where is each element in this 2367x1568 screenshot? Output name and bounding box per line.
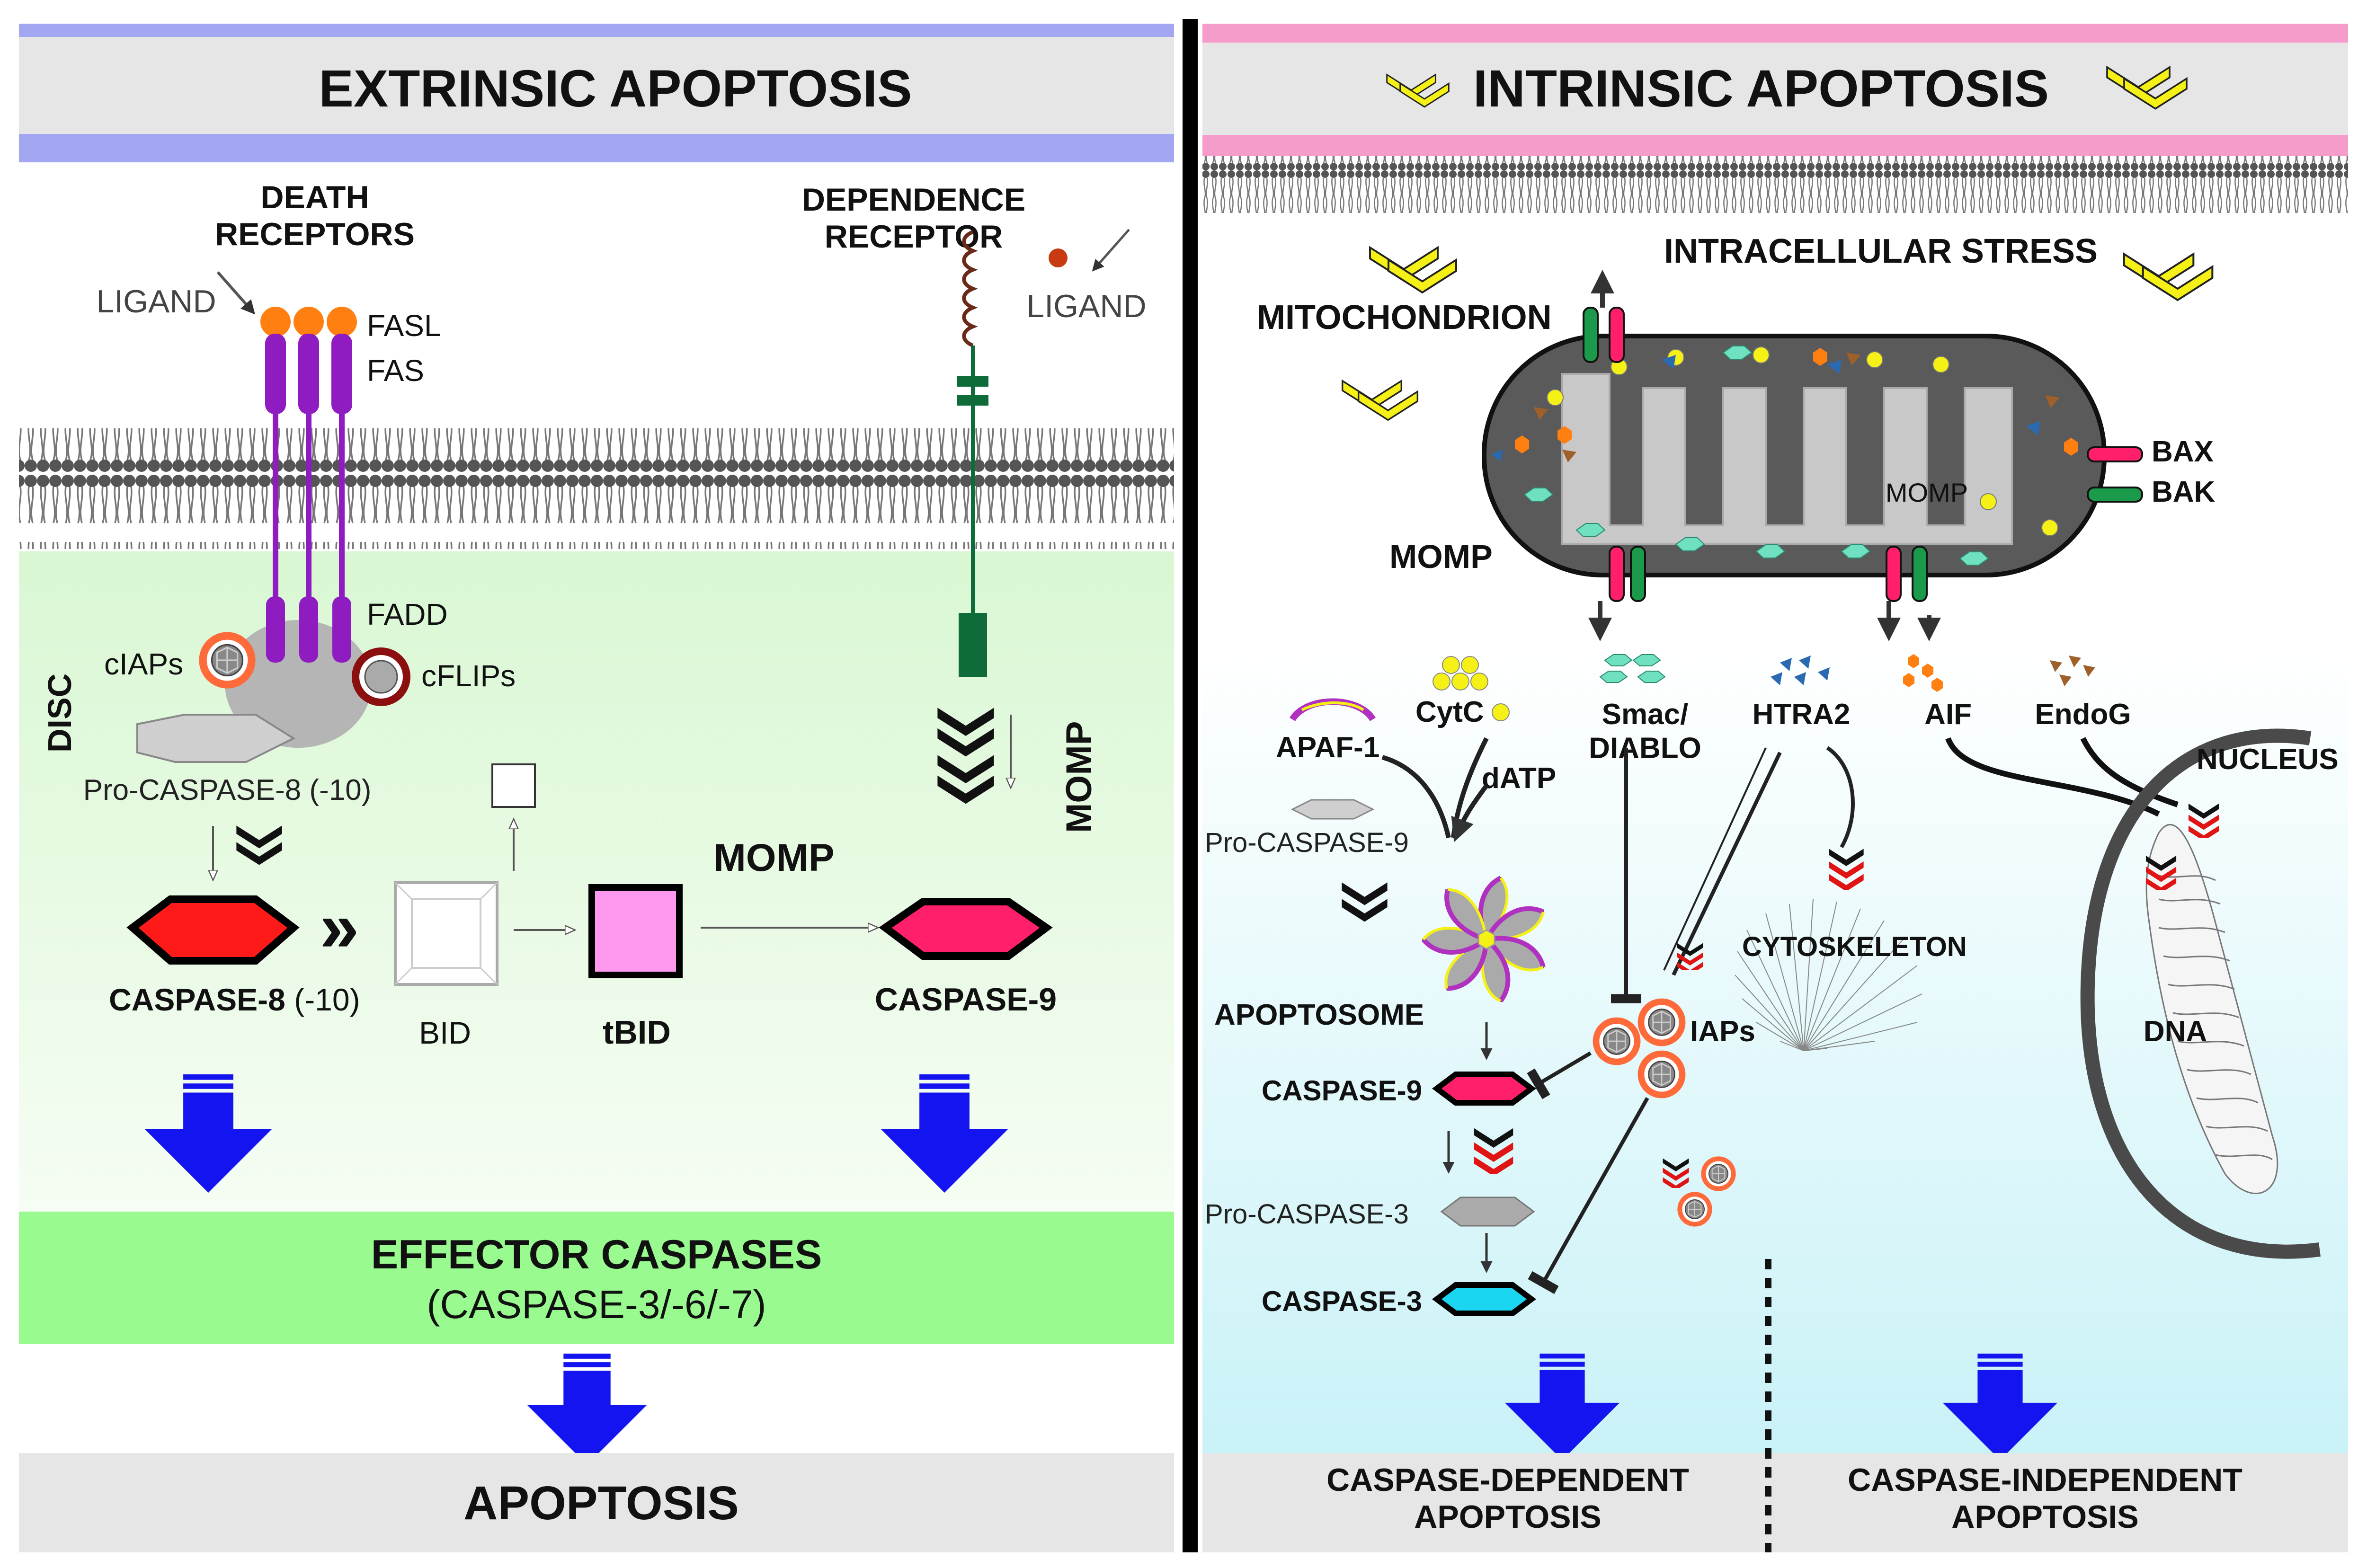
cflips-label: cFLIPs xyxy=(421,659,516,693)
iap-icon-2 xyxy=(1637,998,1686,1047)
effector-caspases-title: EFFECTOR CASPASES xyxy=(371,1232,822,1277)
iap-icon-1 xyxy=(1592,1017,1641,1066)
momp-outer-label: MOMP xyxy=(1389,538,1493,575)
stress-icon-3 xyxy=(1343,381,1418,420)
bid-label: BID xyxy=(419,1015,471,1050)
stress-icon-2 xyxy=(2124,254,2213,300)
cytoskeleton-label: CYTOSKELETON xyxy=(1742,931,1967,962)
pro-caspase9-shape xyxy=(1290,799,1375,820)
dependence-momp-label: MOMP xyxy=(1059,721,1099,833)
apoptosome-label: APOPTOSOME xyxy=(1214,999,1424,1031)
pro-caspase3-shape xyxy=(1440,1196,1535,1227)
dependence-ligand-dot xyxy=(1049,248,1068,267)
cytoskeleton-shape xyxy=(1735,899,1922,1051)
smac-shapes xyxy=(1599,654,1666,683)
dependence-ligand-label: LIGAND xyxy=(1026,288,1146,324)
bax-label: BAX xyxy=(2152,435,2214,468)
iap-icon-4 xyxy=(1700,1156,1736,1192)
caspase8-label: CASPASE-8 (-10) xyxy=(109,982,360,1017)
dna-strand xyxy=(2145,824,2278,1194)
ciaps-icon xyxy=(198,631,257,690)
fadd-label: FADD xyxy=(367,597,448,631)
iap-icon-3 xyxy=(1637,1050,1686,1099)
intrinsic-caspase3-shape xyxy=(1432,1282,1536,1316)
extrinsic-title: EXTRINSIC APOPTOSIS xyxy=(319,60,912,118)
pro-caspase8-shape xyxy=(136,714,296,763)
aif-shapes xyxy=(1903,654,1943,692)
bid-fragment xyxy=(491,763,536,808)
endog-label: EndoG xyxy=(2035,698,2131,731)
intracellular-stress-label: INTRACELLULAR STRESS xyxy=(1664,232,2098,270)
aif-label: AIF xyxy=(1924,698,1972,731)
apoptosis-label: APOPTOSIS xyxy=(463,1477,739,1530)
htra2-shapes xyxy=(1771,656,1830,685)
mitochondrion xyxy=(1482,334,2107,577)
endog-shapes xyxy=(2050,656,2095,686)
nucleus-label: NUCLEUS xyxy=(2197,743,2339,776)
cleave-chevron-icon: » xyxy=(320,887,359,966)
fadd-domains xyxy=(266,596,351,663)
iaps-label: IAPs xyxy=(1690,1015,1755,1048)
datp-label: dATP xyxy=(1482,762,1556,795)
nucleus-envelope xyxy=(2080,728,2321,1259)
mitochondrion-label: MITOCHONDRION xyxy=(1257,299,1552,337)
cflips-icon xyxy=(352,647,410,706)
tbid-label: tBID xyxy=(603,1014,671,1051)
intrinsic-membrane xyxy=(1202,156,2348,213)
effector-caspases-subtitle: (CASPASE-3/-6/-7) xyxy=(427,1282,766,1327)
htra2-label: HTRA2 xyxy=(1753,698,1851,731)
intrinsic-caspase9-shape xyxy=(1432,1072,1536,1106)
dna-label: DNA xyxy=(2144,1015,2207,1048)
cytc-dots xyxy=(1433,656,1510,721)
tbid-box xyxy=(588,884,683,978)
fas-receptor-trimer xyxy=(260,307,357,606)
intrinsic-caspase9-label: CASPASE-9 xyxy=(1262,1075,1422,1107)
panel-divider xyxy=(1183,19,1198,1552)
ciaps-label: cIAPs xyxy=(104,647,183,681)
intrinsic-caspase3-label: CASPASE-3 xyxy=(1262,1285,1422,1317)
smac-label: Smac/DIABLO xyxy=(1589,698,1701,764)
fasl-label: FASL xyxy=(367,309,441,343)
cytc-label: CytC xyxy=(1415,696,1484,728)
disc-label: DISC xyxy=(41,673,78,753)
mitochondrion-momp-inner: MOMP xyxy=(1886,478,1968,507)
pro-caspase3-label: Pro-CASPASE-3 xyxy=(1205,1199,1409,1230)
bid-box xyxy=(394,881,498,986)
intrinsic-title: INTRINSIC APOPTOSIS xyxy=(1473,60,2049,118)
apoptosome xyxy=(1422,876,1548,1004)
arrow-to-apoptosis xyxy=(527,1354,647,1465)
momp-label: MOMP xyxy=(713,836,834,879)
fas-label: FAS xyxy=(367,354,424,388)
effector-caspases-box xyxy=(19,1212,1174,1344)
ligand-label: LIGAND xyxy=(96,283,216,319)
stress-icon-1 xyxy=(1370,248,1456,292)
caspase9-label: CASPASE-9 xyxy=(875,982,1057,1018)
pro-caspase8-label: Pro-CASPASE-8 (-10) xyxy=(83,774,372,806)
dependence-receptor xyxy=(957,230,988,677)
pro-caspase9-label: Pro-CASPASE-9 xyxy=(1205,827,1409,858)
caspase8-shape xyxy=(126,895,300,965)
caspase9-shape xyxy=(879,898,1053,960)
intrinsic-panel: INTRINSIC APOPTOSIS INTRACELLULAR STRESS… xyxy=(1202,24,2348,1552)
apaf1-label: APAF-1 xyxy=(1276,731,1379,764)
iap-icon-5 xyxy=(1677,1191,1713,1227)
extrinsic-membrane xyxy=(19,428,1174,549)
bak-label: BAK xyxy=(2152,476,2216,508)
bax-bak-pores xyxy=(1583,307,2143,602)
